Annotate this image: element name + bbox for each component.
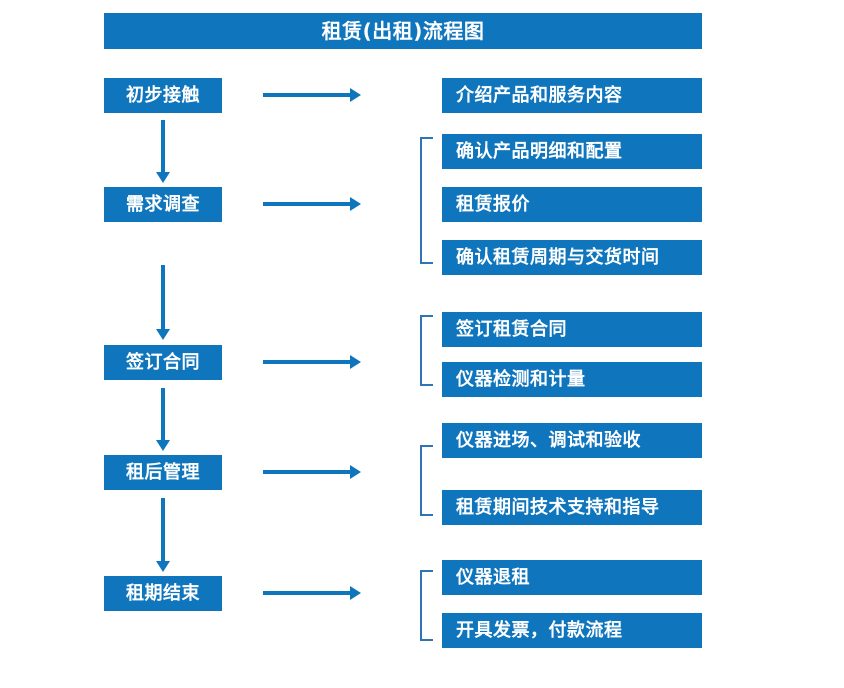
stage-box-5[interactable]: 租期结束: [104, 576, 222, 611]
horizontal-arrow-3: [263, 355, 361, 369]
detail-box-g3-2[interactable]: 仪器检测和计量: [442, 362, 702, 397]
vertical-arrow-2-to-3: [156, 265, 170, 340]
horizontal-arrow-4: [263, 465, 361, 479]
stage-box-3[interactable]: 签订合同: [104, 345, 222, 380]
detail-box-g2-1[interactable]: 确认产品明细和配置: [442, 134, 702, 169]
vertical-arrow-1-to-2: [156, 120, 170, 183]
detail-box-g2-3[interactable]: 确认租赁周期与交货时间: [442, 240, 702, 275]
group-bracket-3: [420, 315, 433, 386]
detail-box-g4-1[interactable]: 仪器进场、调试和验收: [442, 423, 702, 458]
stage-box-2[interactable]: 需求调查: [104, 187, 222, 222]
stage-box-4[interactable]: 租后管理: [104, 455, 222, 490]
detail-box-g4-2[interactable]: 租赁期间技术支持和指导: [442, 490, 702, 525]
detail-box-g1-1[interactable]: 介绍产品和服务内容: [442, 78, 702, 113]
group-bracket-5: [420, 570, 433, 641]
horizontal-arrow-1: [263, 88, 361, 102]
stage-box-1[interactable]: 初步接触: [104, 78, 222, 113]
horizontal-arrow-5: [263, 586, 361, 600]
detail-box-g2-2[interactable]: 租赁报价: [442, 187, 702, 222]
group-bracket-2: [420, 137, 433, 264]
detail-box-g5-2[interactable]: 开具发票，付款流程: [442, 613, 702, 648]
vertical-arrow-3-to-4: [156, 388, 170, 451]
detail-box-g5-1[interactable]: 仪器退租: [442, 560, 702, 595]
detail-box-g3-1[interactable]: 签订租赁合同: [442, 312, 702, 347]
group-bracket-4: [420, 445, 433, 516]
horizontal-arrow-2: [263, 197, 361, 211]
diagram-title: 租赁(出租)流程图: [104, 13, 702, 49]
vertical-arrow-4-to-5: [156, 498, 170, 572]
